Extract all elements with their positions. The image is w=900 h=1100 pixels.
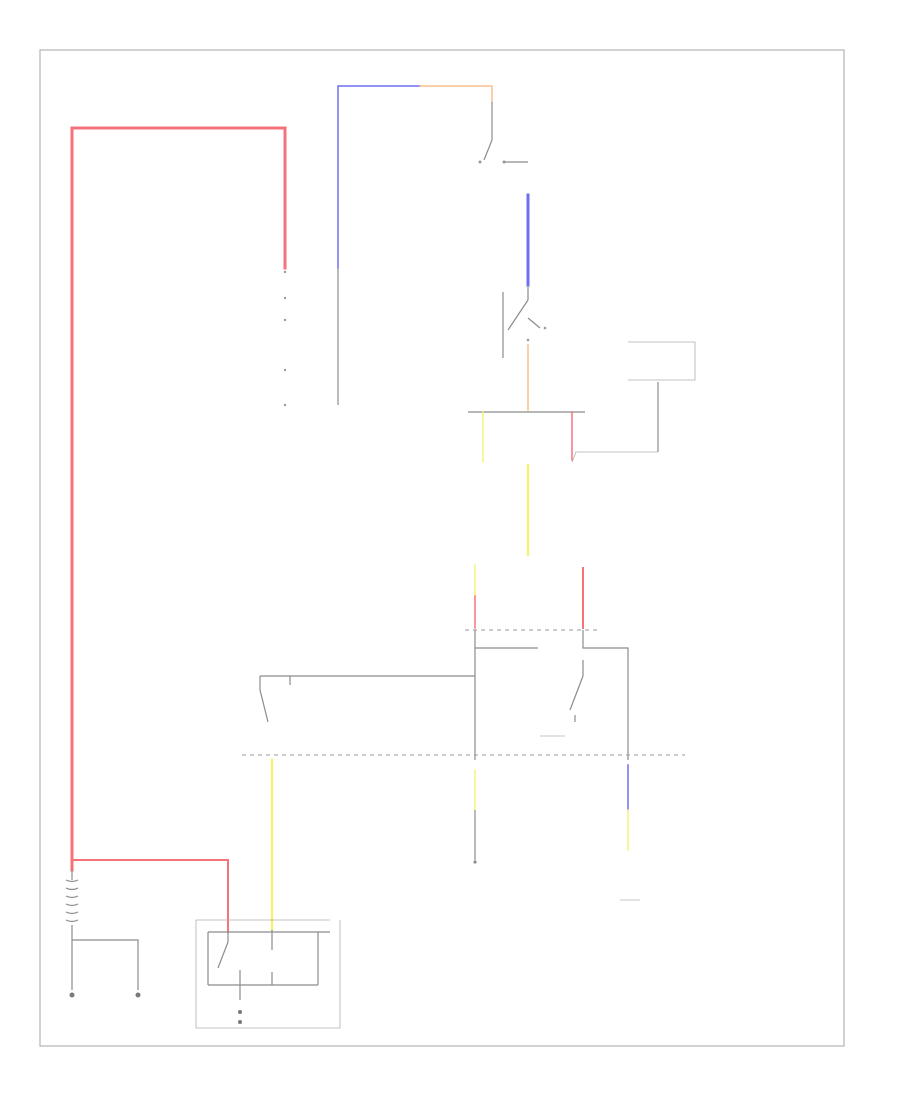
- battery: [65, 870, 139, 990]
- diagram-frame: [39, 49, 845, 1047]
- ignition-switch: [478, 102, 528, 164]
- starter-motor: [195, 919, 341, 1029]
- engine-ground: [69, 992, 75, 998]
- battery-positive-wire: [70, 126, 287, 872]
- battery-to-starter-wire: [73, 859, 229, 933]
- module-to-splice-wire: [571, 451, 658, 463]
- ignition-feed-blue-wire: [337, 85, 421, 269]
- starter-cut-relay: [259, 630, 538, 760]
- clutch-interlock-relay: [540, 630, 629, 760]
- underhood-fuse-box: [283, 270, 287, 407]
- transmission-range-switch: [502, 285, 547, 358]
- control-module-box: [628, 341, 696, 452]
- ignition-feed-orange-wire: [419, 85, 493, 103]
- body-ground: [135, 992, 141, 998]
- ecm-connector-dot: [473, 860, 477, 864]
